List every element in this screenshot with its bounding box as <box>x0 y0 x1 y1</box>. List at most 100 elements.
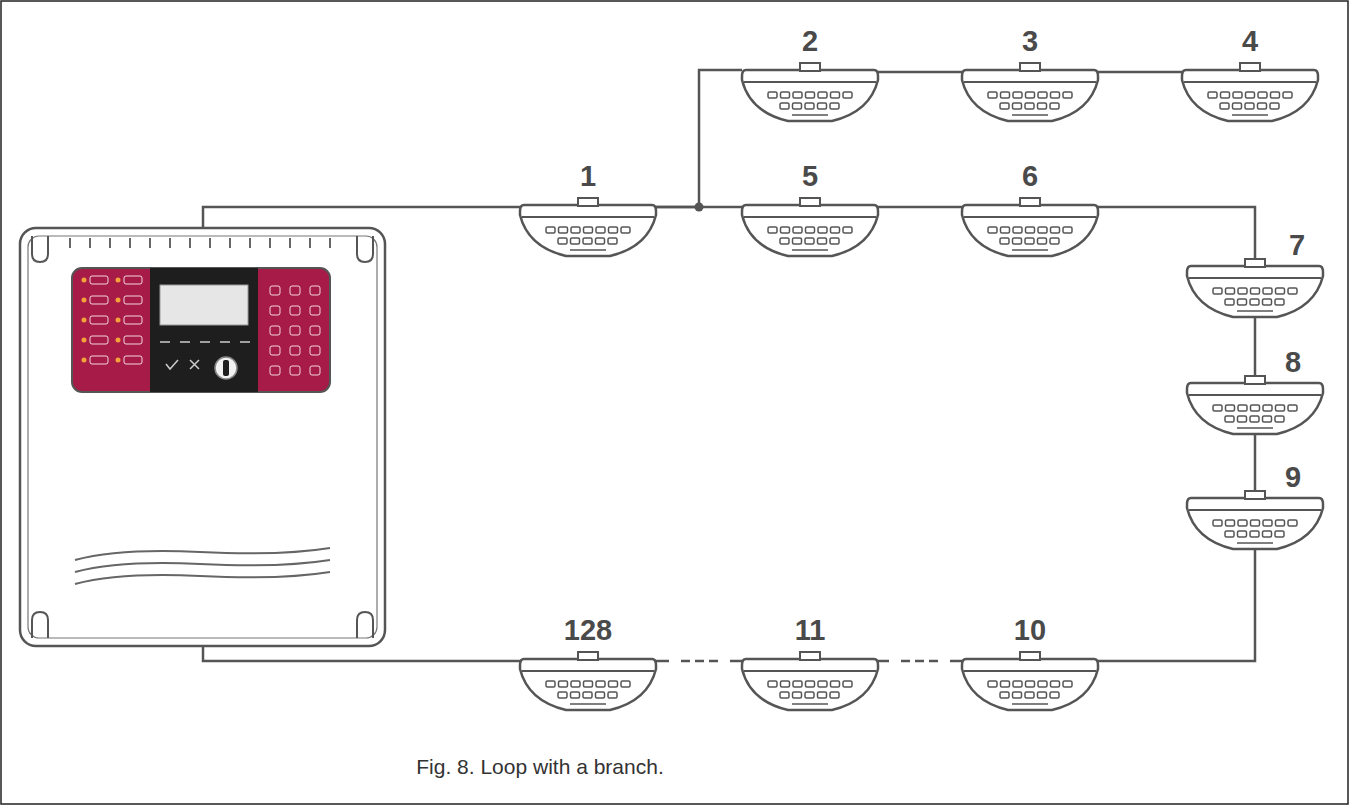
vent-slot <box>1233 103 1242 109</box>
detector-led <box>800 652 820 660</box>
vent-slot <box>1213 520 1222 526</box>
detector-led <box>1245 259 1265 267</box>
led-icon <box>124 336 142 344</box>
vent-slot <box>596 227 605 233</box>
keypad-button <box>310 306 320 315</box>
vent-tick <box>289 238 291 248</box>
vent-slot <box>806 92 815 98</box>
vent-tick <box>269 238 271 248</box>
vent-slot <box>1063 227 1072 233</box>
vent-slot <box>1038 238 1047 244</box>
vent-slot <box>818 238 827 244</box>
vent-slot <box>1226 405 1235 411</box>
vent-slot <box>1288 405 1297 411</box>
led-icon <box>90 356 108 364</box>
vent-slot <box>1063 681 1072 687</box>
arrow-key <box>160 341 170 343</box>
vent-slot <box>818 227 827 233</box>
vent-slot <box>1245 103 1254 109</box>
vent-tick <box>89 238 91 248</box>
detector-led <box>578 198 598 206</box>
detector-rim <box>744 216 876 218</box>
detector-shell <box>962 659 1098 710</box>
callout-number: 7 <box>1289 231 1305 260</box>
vent-slot <box>1226 288 1235 294</box>
detector-base <box>792 703 828 705</box>
key-slot <box>223 360 229 376</box>
detector-rim <box>744 670 876 672</box>
figure-caption: Fig. 8. Loop with a branch. <box>416 755 663 778</box>
vent-slot <box>1013 227 1022 233</box>
vent-slot <box>621 681 630 687</box>
detector-shell <box>1187 266 1323 317</box>
vent-slot <box>768 681 777 687</box>
callout-number: 10 <box>1014 616 1046 645</box>
keypad-button <box>270 286 280 295</box>
vent-slot <box>1258 103 1267 109</box>
vent-slot <box>1276 520 1285 526</box>
vent-slot <box>988 92 997 98</box>
vent-slot <box>831 92 840 98</box>
smoke-detector: 7 <box>1187 258 1323 320</box>
keypad-button <box>270 306 280 315</box>
detector-shell <box>1187 498 1323 549</box>
keypad-button <box>310 346 320 355</box>
vent-slot <box>830 692 839 698</box>
led-icon <box>124 276 142 284</box>
decor-wave <box>75 572 330 584</box>
mount-tab <box>357 612 373 638</box>
vent-slot <box>793 681 802 687</box>
vent-tick <box>69 238 71 248</box>
detector-body <box>1187 490 1323 552</box>
vent-slot <box>781 92 790 98</box>
vent-slot <box>1275 299 1284 305</box>
vent-slot <box>1276 288 1285 294</box>
keypad-button <box>290 326 300 335</box>
panel-housing <box>20 228 385 646</box>
loop-wire <box>656 70 742 207</box>
vent-slot <box>781 227 790 233</box>
cancel-key <box>190 360 199 369</box>
vent-tick <box>229 238 231 248</box>
vent-slot <box>831 227 840 233</box>
vent-slot <box>793 692 802 698</box>
detector-base <box>1237 427 1273 429</box>
decor-wave <box>75 548 330 560</box>
callout-number: 8 <box>1285 348 1301 377</box>
vent-slot <box>1263 520 1272 526</box>
led-icon <box>124 316 142 324</box>
detector-base <box>570 703 606 705</box>
vent-slot <box>1013 103 1022 109</box>
vent-slot <box>1250 416 1259 422</box>
smoke-detector: 6 <box>962 197 1098 259</box>
detector-base <box>1232 114 1268 116</box>
detector-rim <box>522 670 654 672</box>
vent-slot <box>1263 299 1272 305</box>
vent-slot <box>1225 299 1234 305</box>
detector-body <box>520 651 656 713</box>
vent-tick <box>309 238 311 248</box>
detector-base <box>1012 249 1048 251</box>
panel-rim <box>28 236 377 638</box>
vent-slot <box>1238 288 1247 294</box>
vent-slot <box>1001 227 1010 233</box>
callout-number: 5 <box>802 162 818 191</box>
control-panel <box>20 207 520 661</box>
vent-slot <box>1250 531 1259 537</box>
led <box>82 318 87 323</box>
vent-tick <box>169 238 171 248</box>
smoke-detector: 128 <box>520 651 656 713</box>
detector-base <box>1237 310 1273 312</box>
detector-body <box>742 651 878 713</box>
vent-slot <box>1038 103 1047 109</box>
vent-tick <box>129 238 131 248</box>
keypad-button <box>270 346 280 355</box>
vent-slot <box>1038 692 1047 698</box>
vent-slot <box>1275 531 1284 537</box>
vent-slot <box>546 227 555 233</box>
detector-rim <box>522 216 654 218</box>
vent-slot <box>1050 103 1059 109</box>
vent-slot <box>1001 681 1010 687</box>
vent-slot <box>596 692 605 698</box>
